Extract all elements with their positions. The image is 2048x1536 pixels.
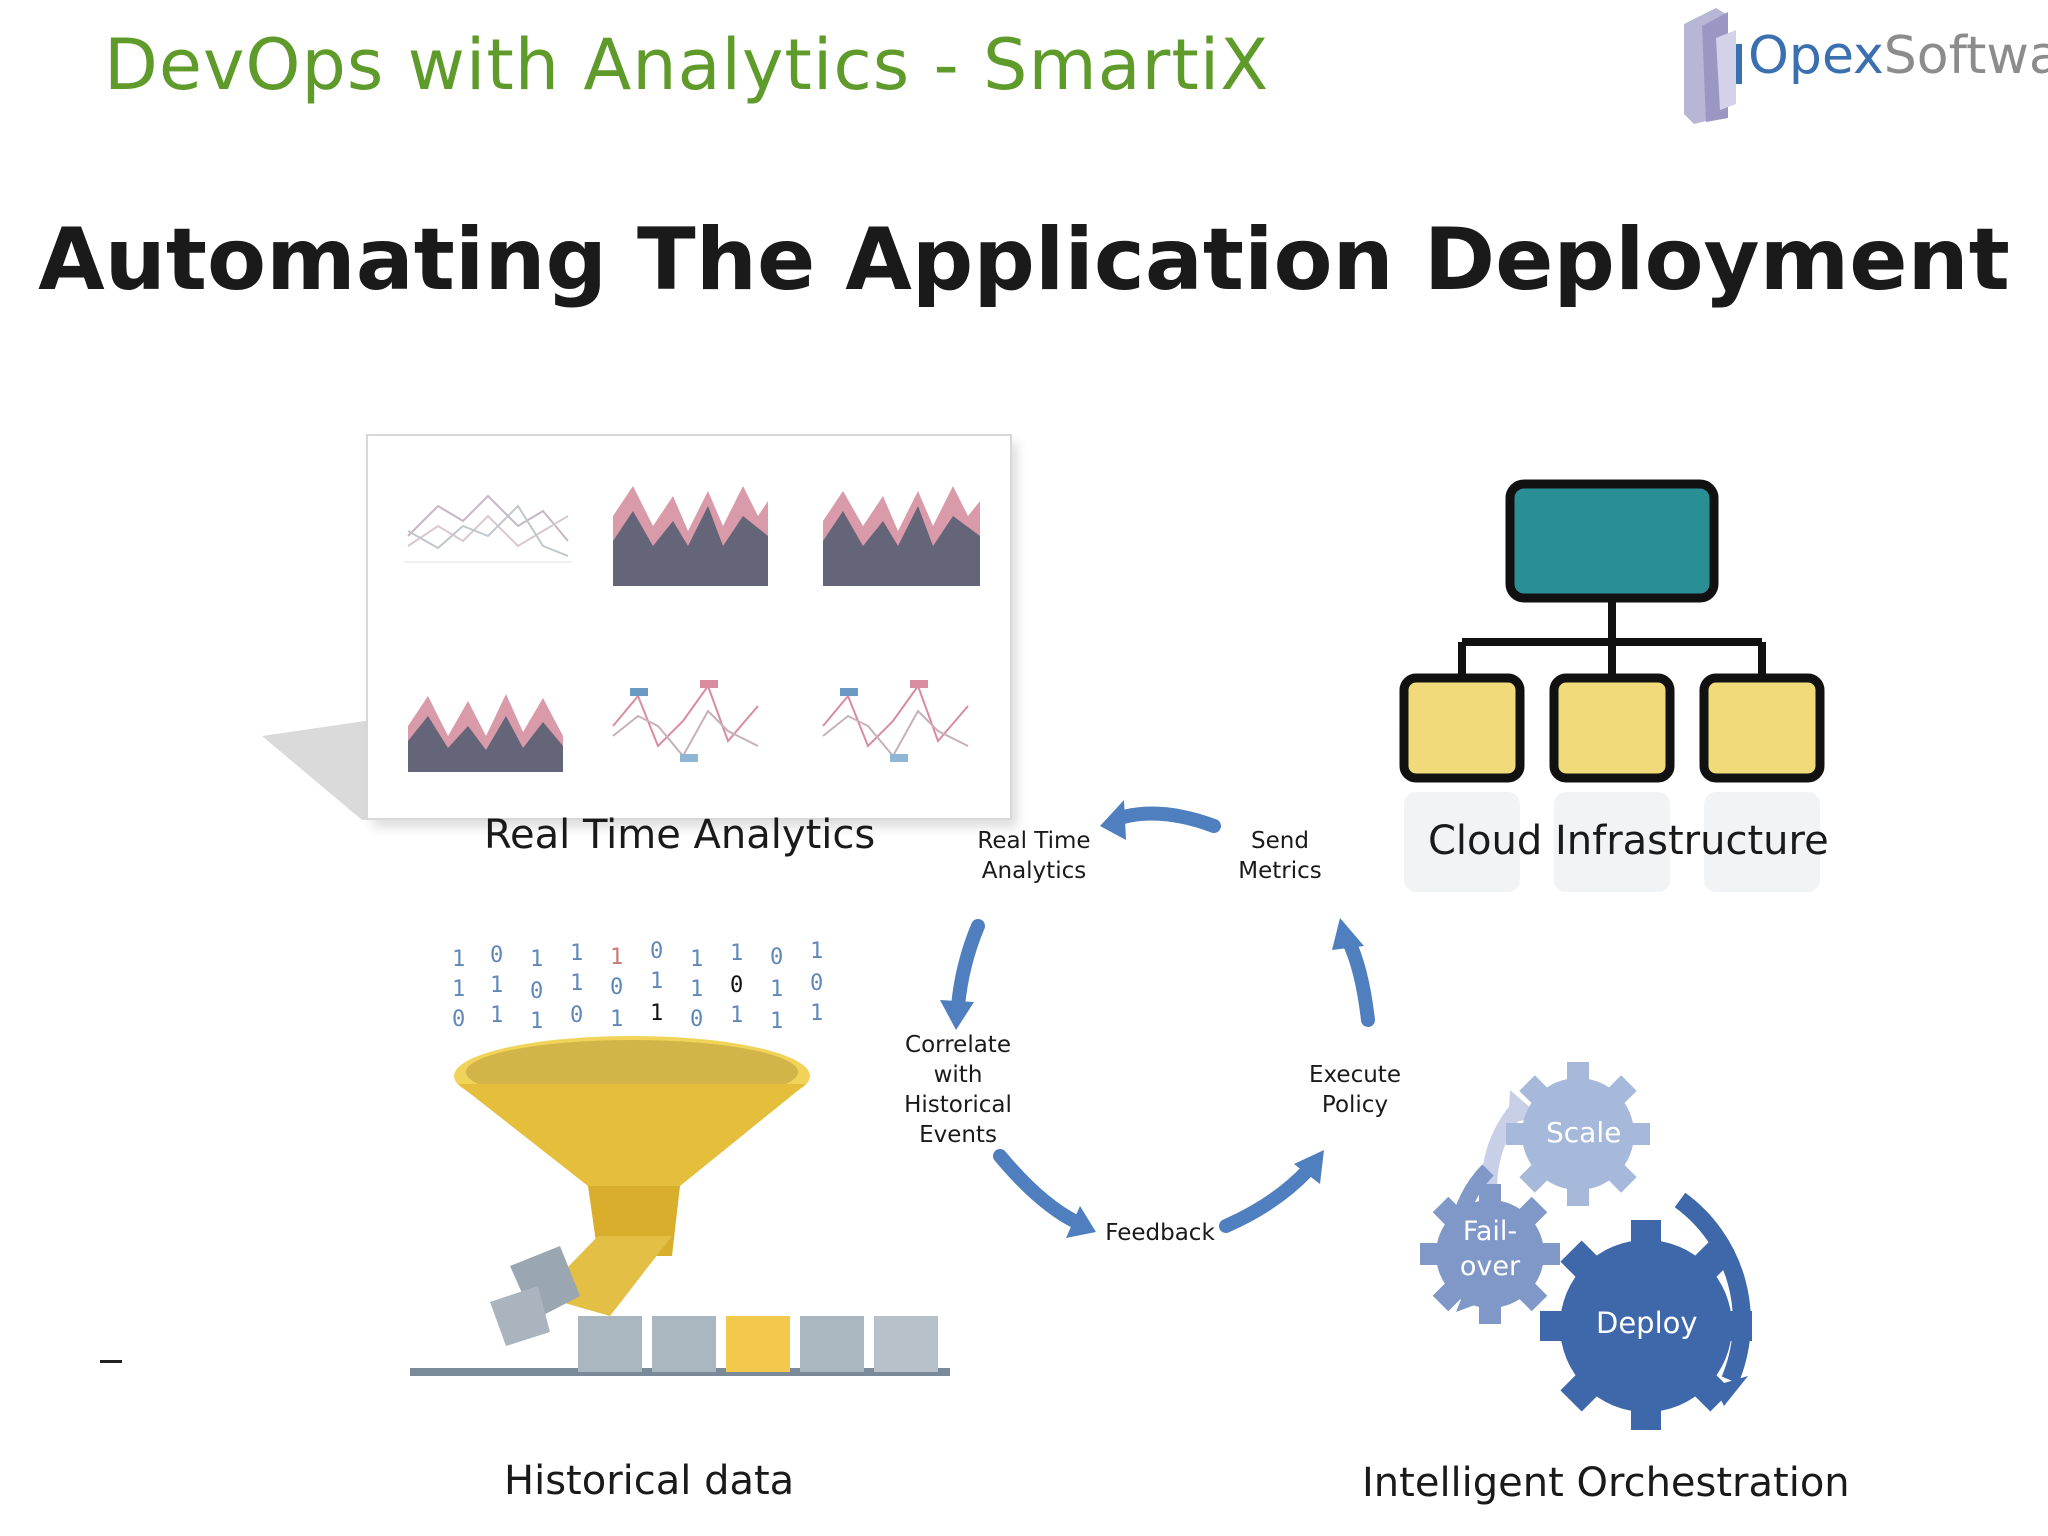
- dashboard-line-chart-1: [404, 494, 572, 563]
- arrow-feedback-to-execute-icon: [1219, 1150, 1324, 1233]
- svg-text:0: 0: [810, 971, 823, 996]
- logo-brand-primary: Opex: [1748, 26, 1884, 86]
- logo-brand-secondary: Software: [1883, 26, 2048, 86]
- svg-text:1: 1: [650, 1001, 663, 1026]
- arrow-send-to-analytics-icon: [1100, 800, 1221, 840]
- svg-text:1: 1: [730, 1003, 743, 1028]
- cycle-label-execute-policy: Execute Policy: [1309, 1062, 1401, 1118]
- gear-label-scale: Scale: [1546, 1116, 1622, 1149]
- svg-text:1: 1: [490, 1003, 503, 1028]
- opex-logo-icon: [1684, 8, 1742, 124]
- svg-text:1: 1: [570, 971, 583, 996]
- svg-text:1: 1: [810, 1001, 823, 1026]
- stray-underscore: [100, 1360, 122, 1363]
- svg-text:0: 0: [690, 1007, 703, 1032]
- svg-text:1: 1: [730, 941, 743, 966]
- svg-text:0: 0: [530, 979, 543, 1004]
- historical-data-funnel-icon: 110 011 101 110 101 011 110 101 011 101: [410, 939, 950, 1376]
- gear-failover-icon: [1420, 1184, 1560, 1324]
- svg-text:1: 1: [490, 973, 503, 998]
- cloud-infrastructure-icon: [1399, 479, 1825, 892]
- svg-text:1: 1: [570, 941, 583, 966]
- svg-text:0: 0: [452, 1007, 465, 1032]
- svg-text:1: 1: [530, 1009, 543, 1034]
- cycle-label-send-metrics: Send Metrics: [1238, 828, 1322, 884]
- svg-text:1: 1: [610, 945, 623, 970]
- arrow-execute-to-send-icon: [1332, 918, 1375, 1027]
- main-heading: Automating The Application Deployment: [38, 210, 2010, 310]
- svg-text:1: 1: [690, 977, 703, 1002]
- svg-text:0: 0: [570, 1003, 583, 1028]
- cycle-label-feedback: Feedback: [1105, 1220, 1215, 1246]
- svg-text:1: 1: [650, 969, 663, 994]
- label-real-time-analytics: Real Time Analytics: [484, 812, 876, 858]
- slide-title: DevOps with Analytics - SmartiX: [104, 24, 1270, 106]
- orchestration-gears-icon: [1420, 1062, 1752, 1430]
- svg-text:1: 1: [770, 977, 783, 1002]
- svg-text:0: 0: [770, 945, 783, 970]
- arrow-analytics-to-correlate-icon: [940, 919, 985, 1030]
- svg-text:1: 1: [690, 947, 703, 972]
- arrow-correlate-to-feedback-icon: [993, 1149, 1096, 1238]
- dashboard-charts-icon: [404, 486, 980, 772]
- svg-text:0: 0: [650, 939, 663, 964]
- svg-text:0: 0: [610, 975, 623, 1000]
- analytics-dashboard-image: [366, 434, 1012, 820]
- dashboard-area-chart-1: [613, 486, 768, 586]
- label-historical-data: Historical data: [504, 1458, 795, 1504]
- dashboard-line-chart-2: [612, 680, 759, 762]
- svg-text:0: 0: [490, 943, 503, 968]
- opex-logo-text: OpexSoftware: [1748, 26, 2048, 86]
- svg-text:1: 1: [810, 939, 823, 964]
- svg-text:1: 1: [452, 947, 465, 972]
- svg-text:1: 1: [770, 1009, 783, 1034]
- svg-text:1: 1: [610, 1007, 623, 1032]
- svg-text:0: 0: [730, 973, 743, 998]
- dashboard-area-chart-3: [408, 694, 563, 772]
- gear-deploy-icon: [1540, 1220, 1752, 1430]
- svg-text:1: 1: [452, 977, 465, 1002]
- label-intelligent-orchestration: Intelligent Orchestration: [1362, 1460, 1850, 1506]
- cycle-label-correlate: Correlate with Historical Events: [904, 1032, 1012, 1148]
- gear-label-failover: Fail- over: [1459, 1216, 1521, 1282]
- dashboard-line-chart-3: [822, 680, 969, 762]
- cycle-label-real-time-analytics: Real Time Analytics: [977, 828, 1091, 884]
- dashboard-area-chart-2: [823, 486, 980, 586]
- gear-label-deploy: Deploy: [1596, 1306, 1698, 1340]
- svg-text:1: 1: [530, 947, 543, 972]
- label-cloud-infrastructure: Cloud Infrastructure: [1428, 818, 1829, 864]
